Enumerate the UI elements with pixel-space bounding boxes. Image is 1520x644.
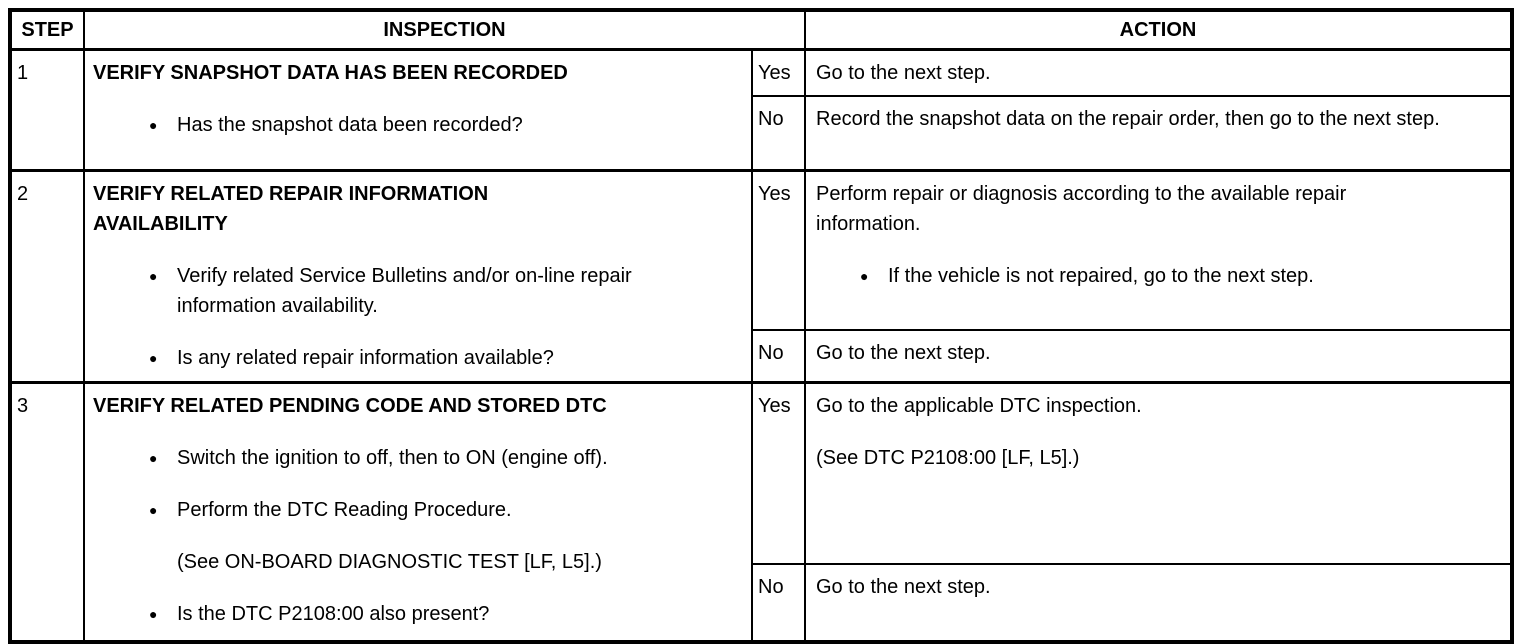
column-header-step: STEP	[9, 9, 85, 51]
step-1-no-action-text: Record the snapshot data on the repair o…	[816, 108, 1440, 130]
bullet-icon: ●	[860, 267, 869, 284]
table-header-row: STEP INSPECTION ACTION	[9, 9, 1513, 51]
step-3-inspection-see-reference: (See ON-BOARD DIAGNOSTIC TEST [LF, L5].)	[177, 550, 602, 573]
column-header-inspection: INSPECTION	[83, 9, 806, 51]
bullet-icon: ●	[149, 117, 158, 133]
step-2-yes-action-bullet-1-text: If the vehicle is not repaired, go to th…	[888, 264, 1314, 287]
step-2-inspection-cell: VERIFY RELATED REPAIR INFORMATION AVAILA…	[83, 168, 753, 383]
step-3-inspection-bullet-2-text: Perform the DTC Reading Procedure.	[177, 498, 512, 521]
step-3-yes-action-text: Go to the applicable DTC inspection.	[816, 394, 1142, 417]
step-2-inspection-bullet-1-text: Verify related Service Bulletins and/or …	[177, 264, 632, 317]
step-2-no-label: No	[751, 329, 806, 383]
step-3-inspection-bullet-2: ● Perform the DTC Reading Procedure.	[149, 495, 743, 525]
bullet-icon: ●	[149, 349, 158, 366]
step-1-no-label: No	[751, 95, 806, 171]
step-2-yes-action-text: Perform repair or diagnosis according to…	[816, 182, 1347, 235]
step-1-inspection-cell: VERIFY SNAPSHOT DATA HAS BEEN RECORDED ●…	[83, 48, 753, 171]
bullet-icon: ●	[149, 449, 158, 466]
step-3-inspection-bullet-3: ● Is the DTC P2108:00 also present?	[149, 599, 743, 629]
step-2-inspection-title: VERIFY RELATED REPAIR INFORMATION AVAILA…	[93, 182, 489, 235]
step-1-inspection-bullet-1: ● Has the snapshot data been recorded?	[149, 110, 743, 140]
step-1-inspection-title: VERIFY SNAPSHOT DATA HAS BEEN RECORDED	[93, 62, 568, 84]
step-1-yes-action-text: Go to the next step.	[816, 62, 991, 84]
step-2-yes-action-cell: Perform repair or diagnosis according to…	[804, 168, 1513, 331]
step-3-number: 3	[9, 380, 85, 643]
step-3-yes-action-see-reference: (See DTC P2108:00 [LF, L5].)	[816, 446, 1080, 469]
column-header-action: ACTION	[804, 9, 1513, 51]
bullet-icon: ●	[149, 605, 158, 622]
bullet-icon: ●	[149, 267, 158, 284]
diagnostic-procedure-table: STEP INSPECTION ACTION 1 VERIFY SNAPSHOT…	[8, 8, 1514, 644]
bullet-icon: ●	[149, 501, 158, 518]
table-row: 1 VERIFY SNAPSHOT DATA HAS BEEN RECORDED…	[9, 48, 1513, 171]
table-row: 2 VERIFY RELATED REPAIR INFORMATION AVAI…	[9, 168, 1513, 383]
step-3-inspection-title: VERIFY RELATED PENDING CODE AND STORED D…	[93, 394, 607, 417]
step-1-inspection-bullet-1-text: Has the snapshot data been recorded?	[177, 114, 523, 136]
step-2-inspection-bullet-2-text: Is any related repair information availa…	[177, 346, 554, 369]
step-1-yes-action-cell: Go to the next step.	[804, 48, 1513, 97]
table-row: No Record the snapshot data on the repai…	[10, 95, 1513, 171]
table-row: No Go to the next step.	[10, 563, 1513, 643]
step-1-no-action-cell: Record the snapshot data on the repair o…	[804, 95, 1513, 171]
step-1-yes-label: Yes	[751, 48, 806, 97]
step-2-yes-action-bullet-1: ● If the vehicle is not repaired, go to …	[860, 261, 1502, 291]
step-2-yes-label: Yes	[751, 168, 806, 331]
step-3-no-action-text: Go to the next step.	[816, 576, 991, 598]
table-row: No Go to the next step.	[10, 329, 1513, 383]
step-1-number: 1	[9, 48, 85, 171]
step-3-yes-action-cell: Go to the applicable DTC inspection. (Se…	[804, 380, 1513, 565]
step-2-no-action-text: Go to the next step.	[816, 342, 991, 364]
step-3-no-action-cell: Go to the next step.	[804, 563, 1513, 643]
step-3-inspection-bullet-1-text: Switch the ignition to off, then to ON (…	[177, 446, 608, 469]
table-row: 3 VERIFY RELATED PENDING CODE AND STORED…	[9, 380, 1513, 643]
step-2-inspection-bullet-2: ● Is any related repair information avai…	[149, 343, 743, 373]
step-3-no-label: No	[751, 563, 806, 643]
step-2-number: 2	[9, 168, 85, 383]
step-3-inspection-bullet-3-text: Is the DTC P2108:00 also present?	[177, 602, 490, 625]
step-3-inspection-bullet-1: ● Switch the ignition to off, then to ON…	[149, 443, 743, 473]
step-3-inspection-cell: VERIFY RELATED PENDING CODE AND STORED D…	[83, 380, 753, 643]
step-2-no-action-cell: Go to the next step.	[804, 329, 1513, 383]
step-2-inspection-bullet-1: ● Verify related Service Bulletins and/o…	[149, 261, 743, 321]
step-3-yes-label: Yes	[751, 380, 806, 565]
